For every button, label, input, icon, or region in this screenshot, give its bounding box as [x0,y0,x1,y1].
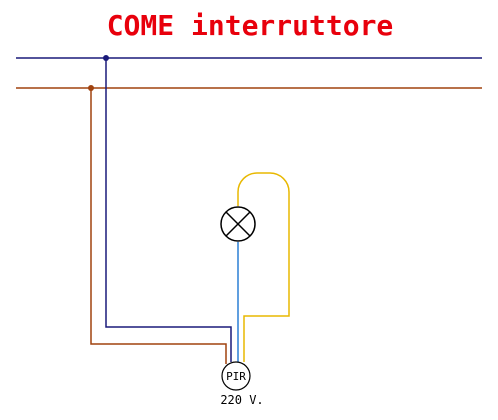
pir-label: PIR [226,370,246,383]
neutral-drop-wire [105,58,232,362]
phase-drop-wire [90,88,227,364]
lamp-return-wire [237,172,290,362]
diagram-title: COME interruttore [107,9,394,42]
lamp-cross-icon [220,206,256,242]
voltage-label: 220 V. [220,393,263,407]
pir-sensor-icon [221,361,251,391]
